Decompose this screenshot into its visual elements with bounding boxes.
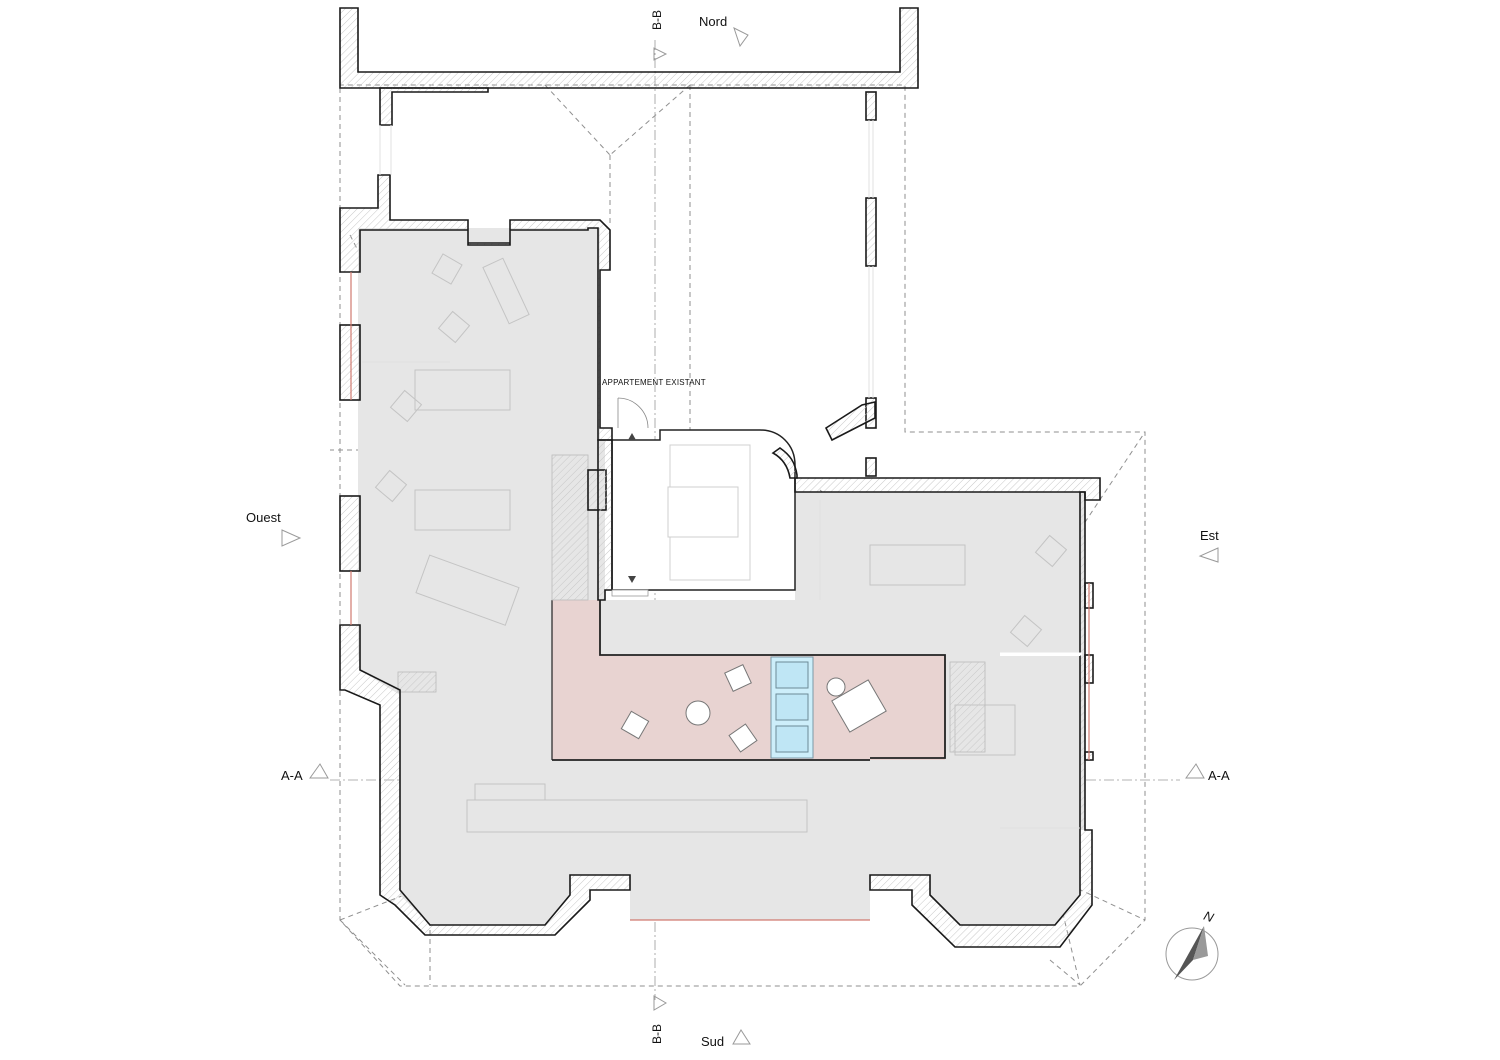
north-label: Nord — [699, 14, 728, 29]
furniture-pink-room — [620, 664, 887, 753]
walls — [339, 7, 1101, 948]
east-label: Est — [1200, 528, 1219, 543]
section-aa-left-label: A-A — [281, 768, 303, 783]
stair-hall — [611, 429, 796, 591]
section-bb-top-label: B-B — [650, 9, 664, 30]
south-label: Sud — [701, 1034, 725, 1049]
entry-door — [611, 397, 649, 597]
west-label: Ouest — [246, 510, 281, 525]
highlight-room-outline — [599, 600, 946, 759]
direction-markers — [281, 27, 1219, 1045]
windows — [350, 272, 1090, 921]
section-aa-right-label: A-A — [1208, 768, 1230, 783]
existing-apartment-label: APPARTEMENT EXISTANT — [602, 378, 706, 387]
section-bb-bottom-label: B-B — [650, 1023, 664, 1044]
compass-icon — [1165, 926, 1219, 981]
skylight-group — [770, 656, 814, 759]
furniture-faint — [374, 253, 1068, 833]
stairs — [397, 454, 986, 753]
